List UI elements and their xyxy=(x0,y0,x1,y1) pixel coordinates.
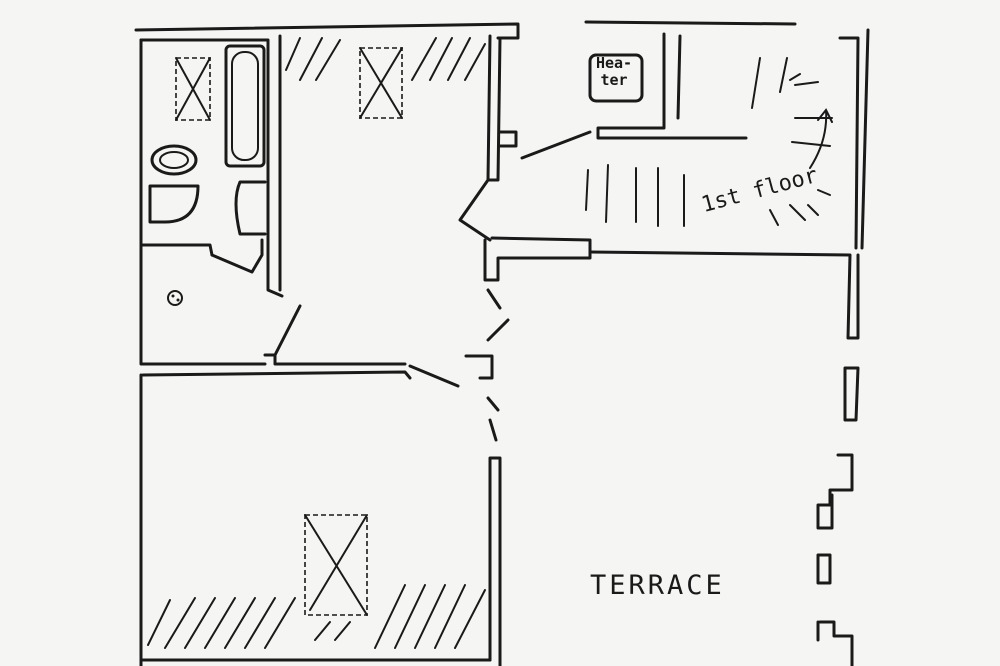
outer-walls xyxy=(134,20,870,666)
bathroom xyxy=(139,34,460,388)
heater-label: Hea-ter xyxy=(595,54,633,89)
heater-room xyxy=(498,32,748,160)
terrace-label: TERRACE xyxy=(590,570,725,601)
hatching xyxy=(147,37,486,649)
skylights xyxy=(175,47,403,616)
staircase xyxy=(585,57,833,227)
east-walls xyxy=(588,250,860,666)
central-walls xyxy=(458,34,592,666)
